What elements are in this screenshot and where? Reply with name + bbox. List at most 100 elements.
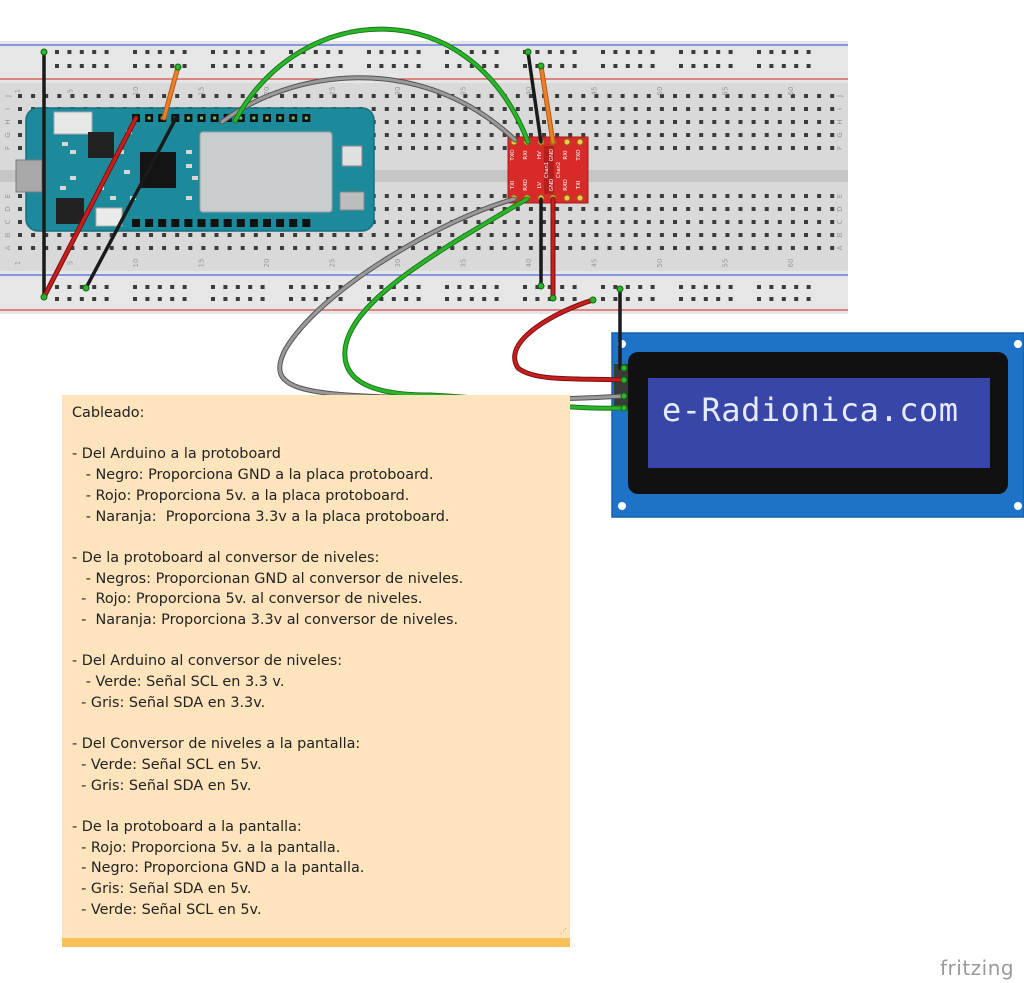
breadboard-hole: [397, 207, 402, 211]
breadboard-hole: [227, 94, 232, 98]
rail-hole: [133, 285, 137, 289]
breadboard-hole: [594, 207, 599, 211]
breadboard-hole: [18, 194, 22, 198]
breadboard-hole: [149, 94, 153, 98]
breadboard-hole: [817, 107, 822, 111]
breadboard-hole: [699, 120, 704, 124]
rail-hole: [547, 50, 552, 54]
row-label: D: [836, 206, 844, 211]
breadboard-hole: [542, 107, 546, 111]
breadboard-hole: [476, 133, 481, 137]
column-label: 30: [394, 87, 402, 96]
breadboard-hole: [18, 207, 22, 211]
breadboard-hole: [738, 107, 743, 111]
breadboard-hole: [817, 146, 822, 150]
breadboard-hole: [817, 133, 822, 137]
rail-hole: [55, 285, 59, 289]
breadboard-hole: [817, 120, 822, 124]
row-label: H: [836, 119, 844, 124]
rail-hole: [494, 297, 499, 301]
breadboard-hole: [83, 94, 88, 98]
breadboard-hole: [725, 220, 730, 224]
rail-hole: [338, 64, 343, 68]
rail-hole: [235, 285, 240, 289]
rail-hole: [338, 50, 343, 54]
row-label: G: [836, 132, 844, 137]
rail-hole: [248, 64, 253, 68]
rail-hole: [104, 64, 109, 68]
breadboard-hole: [830, 146, 835, 150]
rail-hole: [289, 64, 293, 68]
rail-hole: [560, 297, 565, 301]
wire-end-markers: [40, 48, 628, 412]
smd-component: [124, 170, 130, 174]
breadboard-hole: [777, 194, 782, 198]
breadboard-hole: [57, 246, 62, 250]
breadboard-hole: [594, 146, 599, 150]
breadboard-hole: [699, 133, 704, 137]
rail-hole: [133, 64, 137, 68]
column-label: 5: [66, 89, 74, 93]
wiring-note-text: Cableado: - Del Arduino a la protoboard …: [72, 405, 464, 918]
breadboard-hole: [777, 120, 782, 124]
breadboard-hole: [188, 233, 193, 237]
breadboard-hole: [57, 233, 62, 237]
wire-endpoint: [620, 364, 628, 372]
rail-hole: [133, 297, 137, 301]
breadboard-hole: [646, 220, 651, 224]
breadboard-hole: [424, 107, 429, 111]
breadboard-hole: [607, 194, 612, 198]
breadboard-hole: [70, 233, 75, 237]
breadboard-hole: [489, 207, 494, 211]
breadboard-hole: [44, 94, 49, 98]
rail-hole: [769, 64, 774, 68]
breadboard-hole: [502, 120, 507, 124]
breadboard-hole: [633, 220, 638, 224]
rail-hole: [572, 50, 577, 54]
breadboard-hole: [646, 146, 651, 150]
breadboard-hole: [633, 246, 638, 250]
rail-hole: [404, 50, 409, 54]
breadboard-hole: [568, 120, 573, 124]
breadboard-hole: [437, 207, 442, 211]
breadboard-hole: [227, 233, 232, 237]
breadboard-hole: [764, 220, 769, 224]
rail-hole: [391, 64, 396, 68]
resize-grip-icon[interactable]: ⋰: [560, 927, 567, 935]
breadboard-hole: [18, 220, 22, 224]
rail-hole: [367, 297, 371, 301]
rail-hole: [260, 285, 265, 289]
breadboard-hole: [830, 120, 835, 124]
breadboard-hole: [162, 233, 167, 237]
rail-hole: [326, 285, 331, 289]
rail-hole: [313, 64, 318, 68]
breadboard-hole: [18, 133, 22, 137]
rail-hole: [379, 50, 384, 54]
breadboard-hole: [542, 120, 546, 124]
breadboard-hole: [397, 194, 402, 198]
header-white: [95, 207, 123, 227]
breadboard-hole: [738, 120, 743, 124]
rail-hole: [235, 50, 240, 54]
breadboard-hole: [594, 233, 599, 237]
rail-hole: [157, 64, 162, 68]
header-pin-contact: [239, 116, 243, 120]
rail-hole: [67, 64, 72, 68]
rail-hole: [104, 285, 109, 289]
breadboard-hole: [463, 220, 468, 224]
breadboard-hole: [175, 246, 180, 250]
header-pin-contact: [213, 116, 217, 120]
breadboard-hole: [555, 220, 560, 224]
breadboard-hole: [633, 107, 638, 111]
breadboard-hole: [673, 220, 677, 224]
rail-hole: [535, 64, 540, 68]
breadboard-hole: [384, 194, 389, 198]
lcd-screen: [648, 378, 990, 468]
wire-gray-sda-3v3: [220, 76, 517, 142]
breadboard-hole: [568, 220, 573, 224]
column-label: 40: [525, 87, 533, 96]
rail-hole: [572, 297, 577, 301]
breadboard-hole: [607, 94, 612, 98]
breadboard-hole: [18, 233, 22, 237]
